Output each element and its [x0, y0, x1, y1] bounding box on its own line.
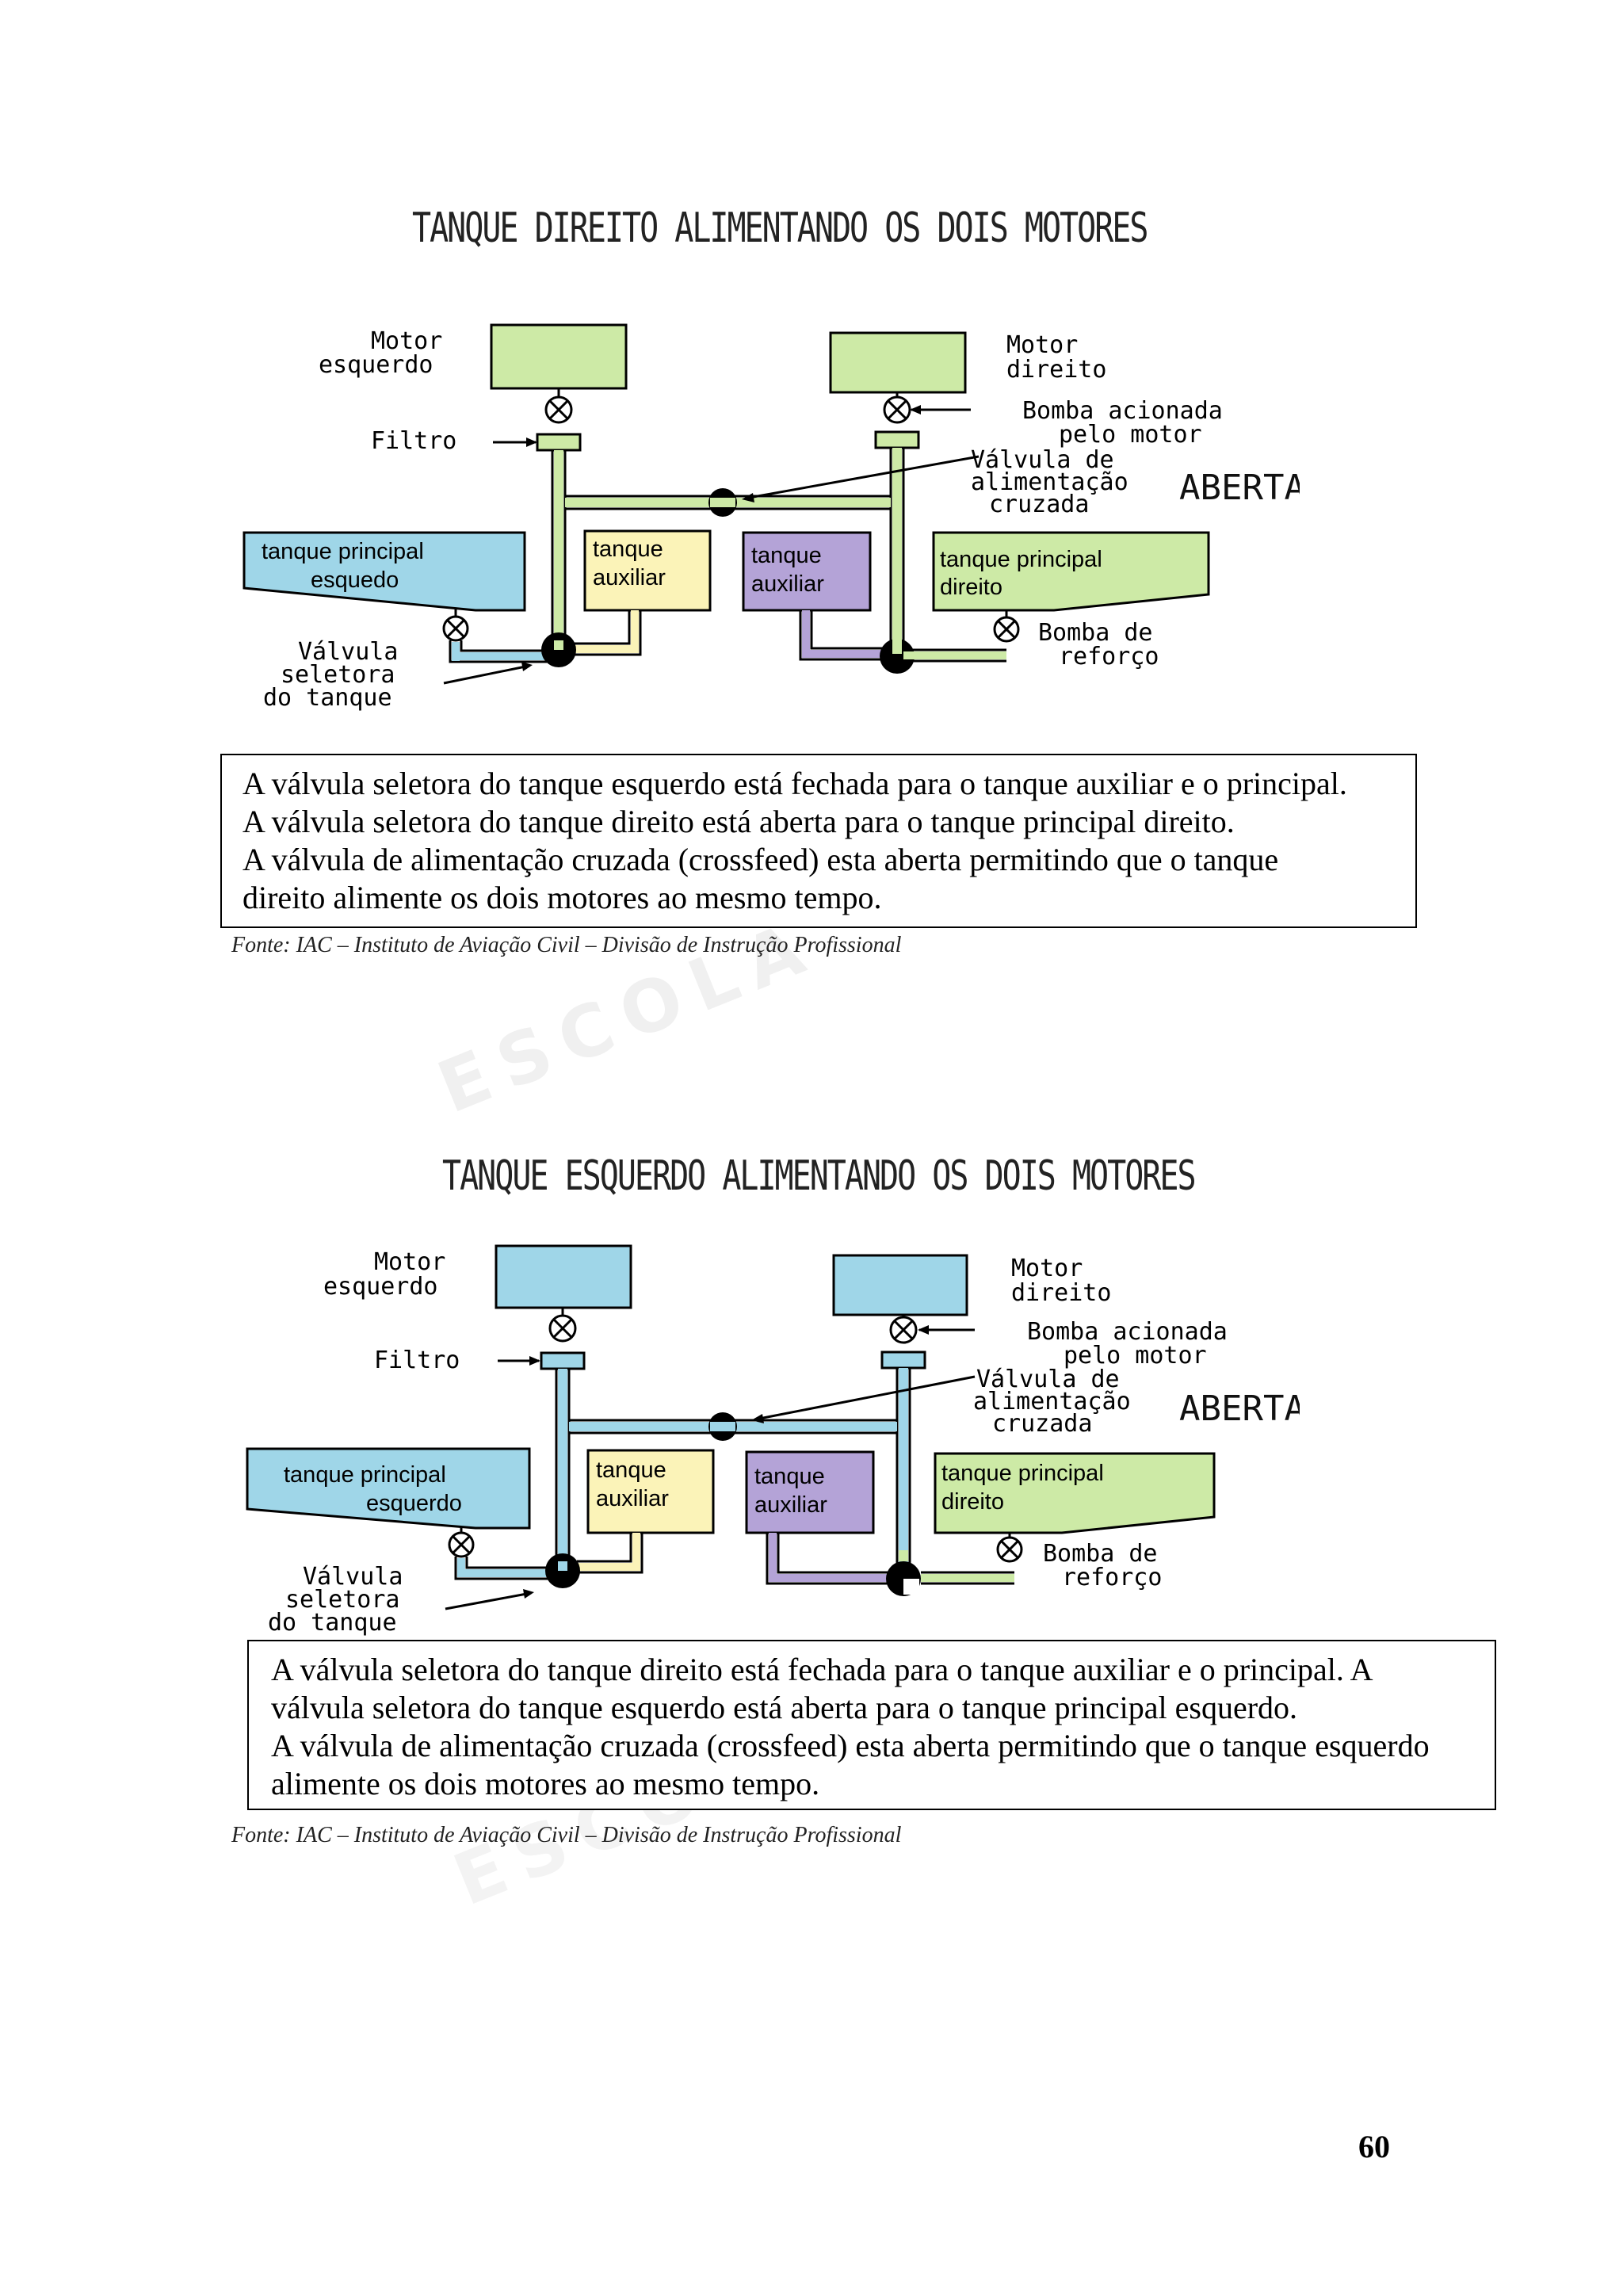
filter-left	[536, 433, 582, 452]
filter-left	[540, 1351, 586, 1370]
diagram-title: TANQUE ESQUERDO ALIMENTANDO OS DOIS MOTO…	[442, 1152, 1197, 1200]
bomba-reforco-label: Bomba de	[1043, 1540, 1158, 1568]
caption-line: alimente os dois motores ao mesmo tempo.	[271, 1766, 820, 1801]
tank-label: auxiliar	[754, 1492, 827, 1518]
tank-label: esquedo	[311, 567, 399, 593]
tank-label: tanque principal	[941, 1461, 1104, 1486]
filter-right	[880, 1350, 926, 1370]
valvula-cruzada-label: cruzada	[992, 1410, 1092, 1438]
valvula-seletora-label: Válvula	[298, 638, 398, 666]
filter-right	[874, 430, 920, 449]
motor-direito-label: direito	[1006, 356, 1106, 384]
left-engine	[495, 1244, 632, 1309]
motor-direito-label: Motor	[1006, 331, 1078, 359]
filtro-label: Filtro	[371, 427, 456, 455]
filtro-label: Filtro	[374, 1347, 460, 1374]
aberta-label: ABERTA	[1179, 1389, 1300, 1429]
left-main-tank	[246, 1447, 531, 1530]
fuel-system-diagram: tanque principal esquedo tanque auxiliar…	[242, 323, 1300, 712]
page-number: 60	[1358, 2129, 1390, 2164]
tank-label: tanque	[751, 543, 822, 568]
valvula-seletora-label: seletora	[281, 661, 395, 689]
caption-line: válvula seletora do tanque esquerdo está…	[271, 1690, 1298, 1725]
source-note: Fonte: IAC – Instituto de Aviação Civil …	[231, 1823, 902, 1847]
bomba-motor-label: pelo motor	[1064, 1342, 1207, 1370]
tank-label: direito	[941, 1489, 1004, 1515]
fuel-system-diagram: tanque principal esquerdo tanque auxilia…	[246, 1244, 1300, 1637]
tank-label: tanque	[754, 1464, 825, 1489]
tank-label: auxiliar	[596, 1486, 669, 1511]
bomba-motor-label: pelo motor	[1059, 421, 1202, 449]
tank-label: tanque	[596, 1457, 666, 1483]
motor-direito-label: Motor	[1011, 1255, 1083, 1282]
right-engine	[829, 331, 967, 394]
source-note: Fonte: IAC – Instituto de Aviação Civil …	[231, 933, 902, 957]
tank-label: tanque principal	[262, 539, 424, 564]
tank-label: auxiliar	[593, 565, 666, 590]
valvula-cruzada-label: Válvula de	[976, 1366, 1120, 1393]
caption-line: A válvula de alimentação cruzada (crossf…	[271, 1728, 1430, 1763]
caption-line: A válvula seletora do tanque direito est…	[271, 1652, 1373, 1687]
valvula-cruzada-label: alimentação	[973, 1388, 1131, 1415]
caption-line: A válvula seletora do tanque direito est…	[242, 804, 1235, 839]
left-main-tank	[242, 531, 526, 612]
bomba-motor-label: Bomba acionada	[1027, 1318, 1228, 1346]
left-aux-tank	[583, 529, 712, 612]
valvula-seletora-label: Válvula	[303, 1563, 403, 1591]
tank-label: esquerdo	[366, 1491, 462, 1516]
tank-label: tanque	[593, 537, 663, 562]
right-main-tank	[932, 531, 1210, 612]
motor-esquerdo-label: Motor	[371, 327, 442, 355]
valvula-cruzada-label: cruzada	[989, 491, 1089, 518]
bomba-reforco-label: Bomba de	[1038, 619, 1153, 647]
left-engine	[490, 323, 628, 390]
caption-box: A válvula seletora do tanque esquerdo es…	[220, 754, 1417, 928]
tank-label: tanque principal	[940, 547, 1102, 572]
bomba-reforco-label: reforço	[1062, 1564, 1162, 1591]
tank-label: direito	[940, 575, 1002, 600]
motor-direito-label: direito	[1011, 1279, 1111, 1307]
tank-label: tanque principal	[284, 1462, 446, 1488]
caption-line: direito alimente os dois motores ao mesm…	[242, 880, 882, 915]
left-aux-tank	[586, 1449, 715, 1534]
motor-esquerdo-label: esquerdo	[323, 1273, 438, 1301]
right-main-tank	[934, 1452, 1216, 1534]
selector-valve-right	[880, 639, 915, 674]
caption-box: A válvula seletora do tanque direito est…	[247, 1640, 1496, 1810]
right-engine	[832, 1254, 968, 1316]
caption-line: A válvula seletora do tanque esquerdo es…	[242, 766, 1347, 801]
caption-line: A válvula de alimentação cruzada (crossf…	[242, 842, 1279, 877]
valvula-seletora-label: seletora	[285, 1586, 400, 1614]
bomba-reforco-label: reforço	[1059, 643, 1159, 670]
valvula-cruzada-label: Válvula de	[971, 446, 1114, 474]
aberta-label: ABERTA	[1179, 468, 1300, 508]
right-aux-tank	[745, 1450, 875, 1534]
valvula-seletora-label: do tanque	[263, 684, 392, 712]
valvula-seletora-label: do tanque	[268, 1609, 397, 1637]
tank-label: auxiliar	[751, 571, 824, 597]
diagram-title: TANQUE DIREITO ALIMENTANDO OS DOIS MOTOR…	[412, 204, 1148, 252]
valvula-cruzada-label: alimentação	[971, 468, 1128, 496]
motor-esquerdo-label: esquerdo	[319, 351, 433, 379]
bomba-motor-label: Bomba acionada	[1022, 397, 1223, 425]
motor-esquerdo-label: Motor	[374, 1248, 445, 1276]
